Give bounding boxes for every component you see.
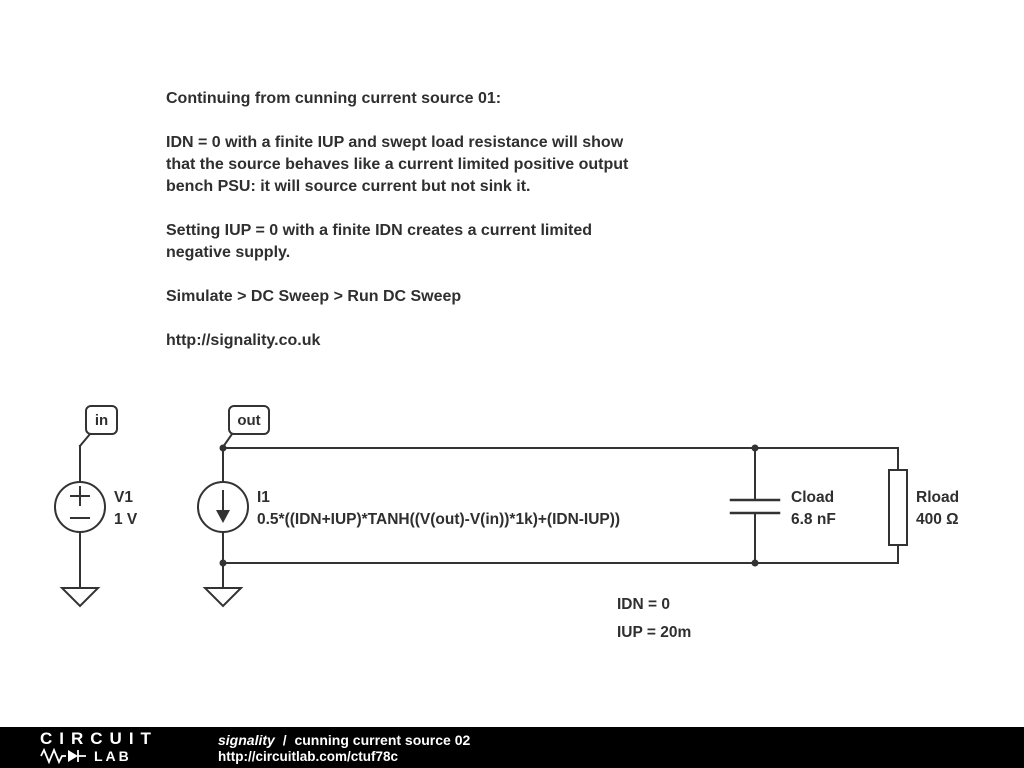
i1-name-label: I1 xyxy=(257,489,270,506)
footer-meta: signality / cunning current source 02 ht… xyxy=(218,731,470,765)
annotation-notes: Continuing from cunning current source 0… xyxy=(166,88,806,352)
logo-text-circuit: CIRCUIT xyxy=(40,729,158,748)
in-flag-tail xyxy=(78,432,92,448)
note-paragraph: IDN = 0 with a finite IUP and swept load… xyxy=(166,134,629,195)
node-flag-out[interactable] xyxy=(228,405,270,435)
junction-dots xyxy=(219,444,759,567)
voltage-source-v1[interactable] xyxy=(54,481,106,533)
node-label-in: in xyxy=(94,411,109,429)
out-flag-tail xyxy=(221,432,234,449)
wires xyxy=(78,432,899,589)
note-paragraph: http://signality.co.uk xyxy=(166,332,321,349)
project-title: cunning current source 02 xyxy=(294,732,471,748)
ground-symbol-i1 xyxy=(202,587,244,608)
logo-text-lab: LAB xyxy=(94,747,132,764)
rload-value-label: 400 Ω xyxy=(916,511,959,528)
current-source-i1[interactable] xyxy=(197,481,249,533)
v1-name-label: V1 xyxy=(114,489,133,506)
project-owner: signality xyxy=(218,732,275,748)
param-iup-label: IUP = 20m xyxy=(617,624,692,641)
capacitor-cload[interactable] xyxy=(729,498,781,515)
i1-expression-label: 0.5*((IDN+IUP)*TANH((V(out)-V(in))*1k)+(… xyxy=(257,511,621,528)
circuitlab-footer: CIRCUIT LAB signality / cunning current … xyxy=(0,727,1024,768)
note-paragraph: Setting IUP = 0 with a finite IDN create… xyxy=(166,222,593,261)
title-separator: / xyxy=(282,732,287,748)
note-paragraph: Simulate > DC Sweep > Run DC Sweep xyxy=(166,288,462,305)
footer-url: http://circuitlab.com/ctuf78c xyxy=(218,749,399,764)
cload-name-label: Cload xyxy=(791,489,835,506)
plus-icon xyxy=(70,486,90,506)
cload-value-label: 6.8 nF xyxy=(791,511,836,528)
node-label-out: out xyxy=(237,411,261,429)
circuitlab-logo: CIRCUIT LAB xyxy=(40,730,158,764)
param-idn-label: IDN = 0 xyxy=(617,596,670,613)
node-flag-in[interactable] xyxy=(85,405,118,435)
resistor-rload[interactable] xyxy=(888,469,908,546)
arrow-head-icon xyxy=(216,510,230,523)
rload-name-label: Rload xyxy=(916,489,960,506)
ground-symbol-v1 xyxy=(59,587,101,608)
note-paragraph: Continuing from cunning current source 0… xyxy=(166,90,502,107)
project-title-line: signality / cunning current source 02 xyxy=(218,731,470,749)
resistor-diode-icon xyxy=(40,747,86,764)
v1-value-label: 1 V xyxy=(114,511,138,528)
